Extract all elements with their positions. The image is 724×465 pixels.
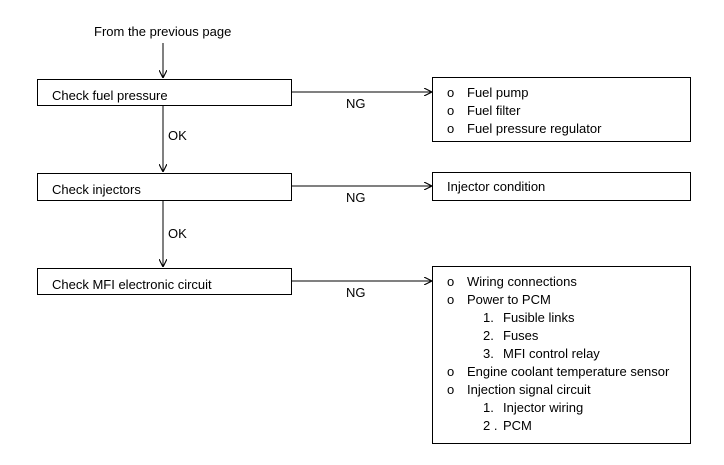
step-check-mfi-circuit: Check MFI electronic circuit: [37, 268, 292, 295]
step-check-injectors: Check injectors: [37, 173, 292, 201]
result-box-injector: Injector condition: [432, 172, 691, 201]
fail-label: NG: [346, 96, 366, 111]
step-label: Check fuel pressure: [52, 88, 168, 103]
step-label: Check injectors: [52, 182, 141, 197]
pass-label: OK: [168, 226, 187, 241]
fail-label: NG: [346, 190, 366, 205]
step-label: Check MFI electronic circuit: [52, 277, 212, 292]
pass-label: OK: [168, 128, 187, 143]
start-label: From the previous page: [94, 24, 232, 39]
step-check-fuel-pressure: Check fuel pressure: [37, 79, 292, 106]
fail-label: NG: [346, 285, 366, 300]
